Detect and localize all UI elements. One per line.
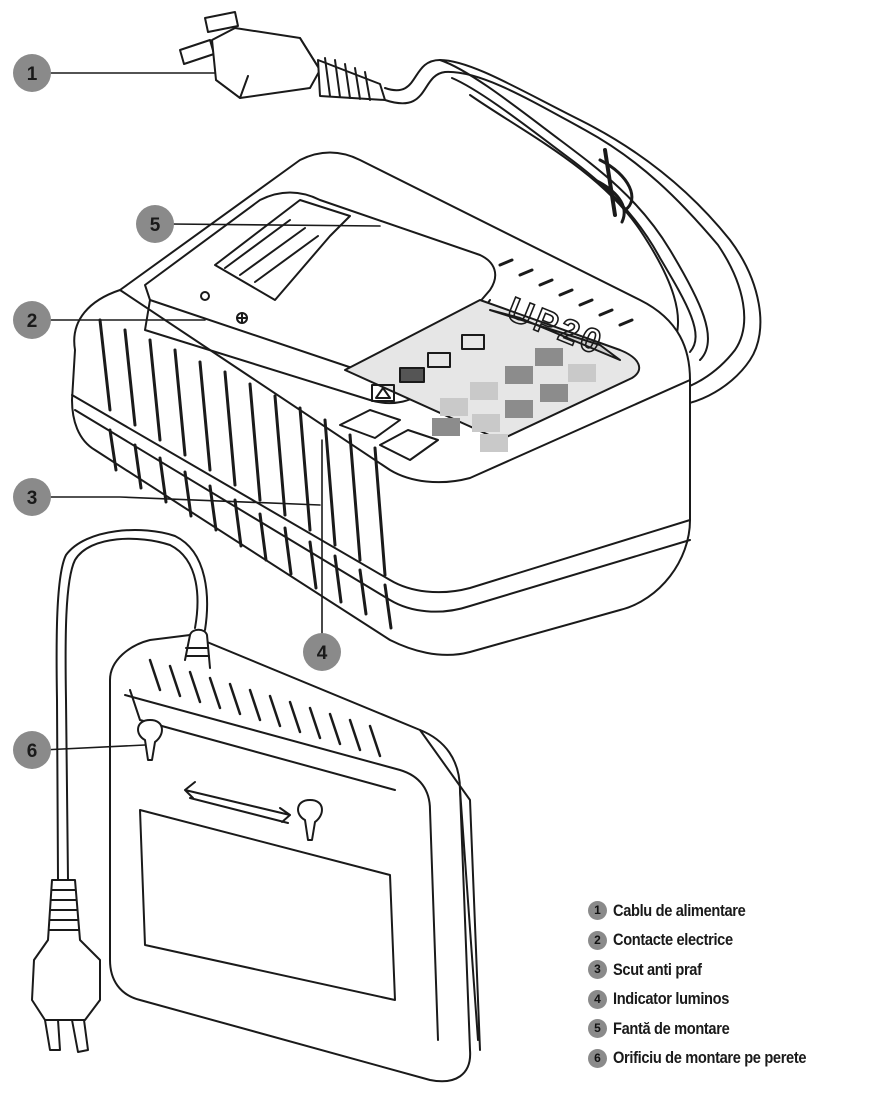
callout-badge-5: 5 bbox=[136, 205, 174, 243]
legend-label-1: Cablu de alimentare bbox=[613, 900, 746, 920]
bottom-plug bbox=[31, 879, 101, 1053]
legend-badge-1: 1 bbox=[588, 901, 607, 921]
legend-label-2: Contacte electrice bbox=[613, 930, 733, 950]
indicator-leds bbox=[432, 348, 596, 452]
top-plug bbox=[179, 11, 386, 101]
callout-badge-1: 1 bbox=[13, 54, 51, 92]
callout-badge-2: 2 bbox=[13, 301, 51, 339]
callout-number-5: 5 bbox=[150, 215, 161, 236]
legend-label-6: Orificiu de montare pe perete bbox=[613, 1048, 807, 1068]
legend-item-3: 3 Scut anti praf bbox=[588, 955, 838, 985]
legend-label-3: Scut anti praf bbox=[613, 959, 702, 979]
legend-label-4: Indicator luminos bbox=[613, 989, 730, 1009]
charger-body bbox=[71, 151, 691, 656]
legend-item-4: 4 Indicator luminos bbox=[588, 985, 838, 1015]
callout-number-1: 1 bbox=[27, 64, 38, 85]
callout-badge-3: 3 bbox=[13, 478, 51, 516]
callout-badge-6: 6 bbox=[13, 731, 51, 769]
legend-badge-4: 4 bbox=[588, 989, 607, 1009]
callout-number-3: 3 bbox=[27, 488, 38, 509]
charger-bottom-view bbox=[109, 628, 481, 1083]
legend-item-2: 2 Contacte electrice bbox=[588, 926, 838, 956]
legend-label-5: Fantă de montare bbox=[613, 1018, 730, 1038]
legend-badge-6: 6 bbox=[588, 1048, 607, 1068]
power-cord-lower bbox=[55, 529, 209, 881]
legend-badge-5: 5 bbox=[588, 1019, 607, 1039]
callout-number-2: 2 bbox=[27, 311, 38, 332]
callout-badge-4: 4 bbox=[303, 633, 341, 671]
legend: 1 Cablu de alimentare 2 Contacte electri… bbox=[588, 896, 838, 1073]
panel-icons bbox=[371, 334, 485, 402]
callout-leaders bbox=[41, 72, 381, 751]
legend-item-6: 6 Orificiu de montare pe perete bbox=[588, 1044, 838, 1074]
callout-number-6: 6 bbox=[27, 741, 38, 762]
callout-number-4: 4 bbox=[317, 643, 328, 664]
legend-badge-3: 3 bbox=[588, 960, 607, 980]
power-cord-coil bbox=[384, 59, 762, 408]
legend-item-1: 1 Cablu de alimentare bbox=[588, 896, 838, 926]
legend-item-5: 5 Fantă de montare bbox=[588, 1014, 838, 1044]
legend-badge-2: 2 bbox=[588, 930, 607, 950]
